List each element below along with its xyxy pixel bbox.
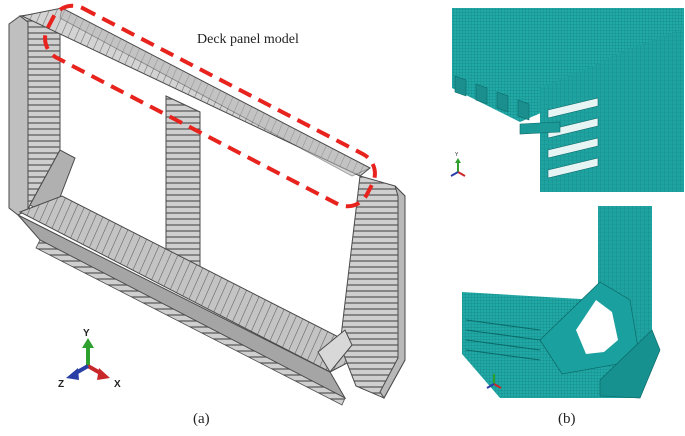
svg-text:Y: Y [455,152,459,158]
mesh-deck-plate [519,121,561,135]
axis-label-z: Z [58,379,65,390]
caption-a: (a) [193,411,210,427]
mesh-deck-upper [452,8,684,122]
deck-panel-model-label: Deck panel model [197,32,299,47]
deck-longitudinals [454,75,530,121]
bottom-frames [35,239,346,406]
caption-b: (b) [558,411,576,427]
right-outer-plate [379,185,406,399]
axis-triad-a [66,338,110,380]
deck-panel-highlight [43,3,377,209]
bottom-longitudinals [465,319,541,361]
mesh-detail-upper-corner [452,8,684,192]
mesh-bilge [599,329,661,399]
axis-label-x: X [114,379,121,390]
mesh-detail-lower-hopper [462,206,661,399]
web-frame-brackets [547,97,599,179]
right-hopper [317,329,353,373]
ship-hold-section-model [8,3,406,406]
left-side-shell [8,15,29,216]
axis-triad-b-bottom [486,374,502,389]
hopper-cutout [576,300,618,354]
deck-girder [59,7,371,177]
axis-triad-b-top: Y [450,152,466,177]
mesh-side-shell [606,28,684,192]
axis-label-y: Y [83,328,90,339]
